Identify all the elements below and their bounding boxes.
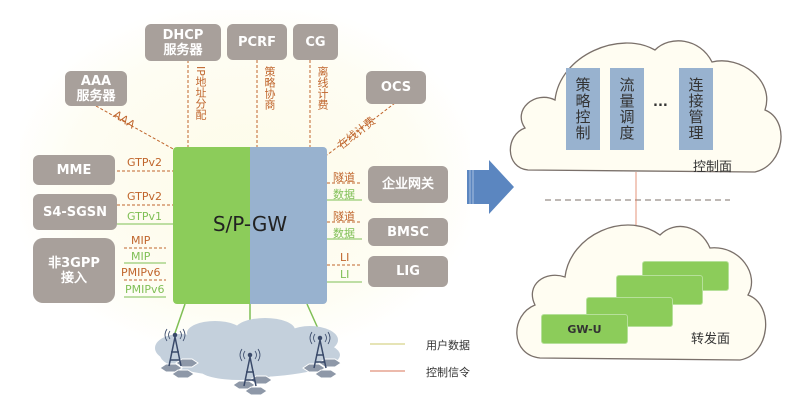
function-policy-control: 策略控制 xyxy=(566,68,600,150)
link-label-bmsc-data: 数据 xyxy=(333,227,355,240)
ocs-node: OCS xyxy=(366,71,426,104)
link-label-bmsc-tunnel: 隧道 xyxy=(333,210,355,223)
link-label-lig-control: LI xyxy=(340,251,350,264)
s4-sgsn-node: S4-SGSN xyxy=(33,194,117,230)
lig-label: LIG xyxy=(396,264,420,279)
aaa-server-label-line2: 服务器 xyxy=(76,88,116,104)
s4-sgsn-label: S4-SGSN xyxy=(42,204,108,220)
ocs-label: OCS xyxy=(380,80,412,95)
link-label-enterprise-tunnel: 隧道 xyxy=(333,171,355,184)
link-label-lig-data: LI xyxy=(340,268,350,281)
control-plane-title: 控制面 xyxy=(693,160,733,175)
mme-node: MME xyxy=(33,155,115,185)
cell-hexagons xyxy=(159,358,342,396)
link-label-mip-data: MIP xyxy=(131,250,151,263)
function-connection-management: 连接管理 xyxy=(679,68,713,150)
tower-icon-left xyxy=(168,332,182,367)
forwarding-plane-title: 转发面 xyxy=(691,332,731,347)
forwarding-unit-gw-u: GW-U xyxy=(541,314,628,344)
link-label-enterprise-data: 数据 xyxy=(333,188,355,201)
tower-icon-right xyxy=(313,335,327,369)
function-connection-management-label: 连接管理 xyxy=(686,77,705,141)
cg-label: CG xyxy=(305,34,326,50)
link-label-ip-allocation: IP地址分配 xyxy=(194,66,207,120)
function-traffic-scheduling-label: 流量调度 xyxy=(617,77,636,141)
link-label-mme-gtpv2: GTPv2 xyxy=(127,156,162,169)
non-3gpp-label-line2: 接入 xyxy=(60,270,87,286)
enterprise-gateway-node: 企业网关 xyxy=(368,166,448,203)
gateway-user-half xyxy=(250,147,327,304)
control-plane-cloud xyxy=(509,40,782,173)
gw-u-label: GW-U xyxy=(567,322,602,336)
dhcp-server-label-line1: DHCP xyxy=(162,27,204,43)
dhcp-server-label-line2: 服务器 xyxy=(163,42,203,58)
function-traffic-scheduling: 流量调度 xyxy=(610,68,644,150)
link-label-sgsn-gtpv2: GTPv2 xyxy=(127,190,162,203)
cg-node: CG xyxy=(293,24,338,60)
link-label-pmipv6-data: PMIPv6 xyxy=(125,283,165,296)
link-ocs xyxy=(326,102,396,156)
link-label-policy-negotiation: 策略协商 xyxy=(263,66,276,110)
pcrf-label: PCRF xyxy=(238,34,276,50)
non-3gpp-label-line1: 非3GPP xyxy=(48,255,100,271)
dhcp-server-node: DHCP 服务器 xyxy=(145,24,221,61)
non-3gpp-access-node: 非3GPP 接入 xyxy=(33,238,115,303)
transform-arrow-icon xyxy=(467,160,514,214)
legend-control-signal-label: 控制信令 xyxy=(426,366,470,379)
link-label-offline-charging: 离线计费 xyxy=(316,66,329,110)
link-label-mip-control: MIP xyxy=(131,234,151,247)
gateway-control-half xyxy=(173,147,250,304)
link-label-pmipv6-control: PMIPv6 xyxy=(121,266,161,279)
radio-wave-icons xyxy=(164,328,331,362)
link-tower-left xyxy=(174,303,186,334)
function-policy-control-label: 策略控制 xyxy=(573,77,592,141)
aaa-server-label-line1: AAA xyxy=(80,73,112,89)
gateway-label: S/P-GW xyxy=(212,212,288,236)
legend-user-data-label: 用户数据 xyxy=(426,339,470,352)
pcrf-node: PCRF xyxy=(227,24,287,60)
tower-icon-middle xyxy=(243,352,257,387)
aaa-server-node: AAA 服务器 xyxy=(65,71,127,106)
bmsc-node: BMSC xyxy=(368,218,448,246)
function-ellipsis: ... xyxy=(653,95,668,110)
link-label-sgsn-gtpv1: GTPv1 xyxy=(127,210,162,223)
mme-label: MME xyxy=(56,162,92,178)
enterprise-gateway-label: 企业网关 xyxy=(381,177,434,192)
link-aaa xyxy=(95,105,176,151)
lig-node: LIG xyxy=(368,256,448,287)
bmsc-label: BMSC xyxy=(387,224,429,240)
